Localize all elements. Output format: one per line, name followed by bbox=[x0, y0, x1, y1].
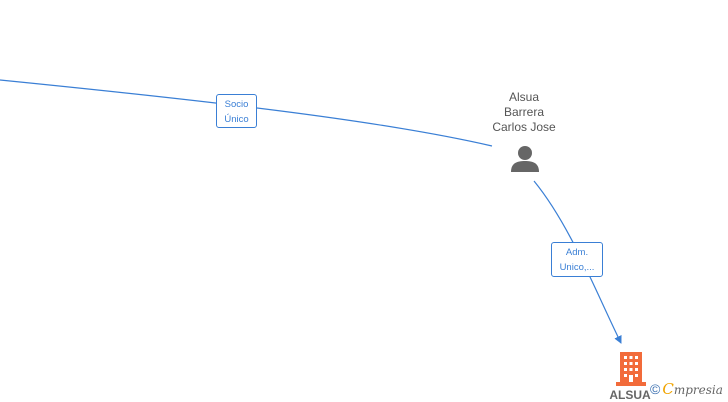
edge-label-line: Unico,... bbox=[559, 262, 595, 273]
company-name[interactable]: ALSUA bbox=[609, 388, 651, 402]
edge-socio-unico[interactable] bbox=[0, 79, 493, 147]
building-icon[interactable] bbox=[616, 352, 646, 386]
edge-label-socio-unico[interactable]: Socio Único bbox=[216, 94, 257, 128]
person-icon[interactable] bbox=[511, 146, 539, 172]
edge-label-line: Adm. bbox=[565, 247, 589, 258]
edge-label-line: Socio bbox=[224, 99, 249, 110]
copyright-symbol: © bbox=[650, 381, 661, 397]
edge-label-adm-unico[interactable]: Adm. Unico,... bbox=[551, 242, 603, 277]
person-name[interactable]: Alsua Barrera Carlos Jose bbox=[478, 90, 570, 135]
person-name-line: Alsua bbox=[508, 90, 540, 104]
person-name-line: Carlos Jose bbox=[492, 120, 556, 134]
brand-logo-rest: mpresia bbox=[673, 383, 723, 397]
empresia-watermark: © Cmpresia bbox=[650, 380, 723, 398]
brand-logo-initial: C bbox=[662, 380, 674, 398]
brand-logo: Cmpresia bbox=[662, 380, 723, 398]
edge-label-line: Único bbox=[224, 114, 249, 125]
person-name-line: Barrera bbox=[503, 105, 544, 119]
